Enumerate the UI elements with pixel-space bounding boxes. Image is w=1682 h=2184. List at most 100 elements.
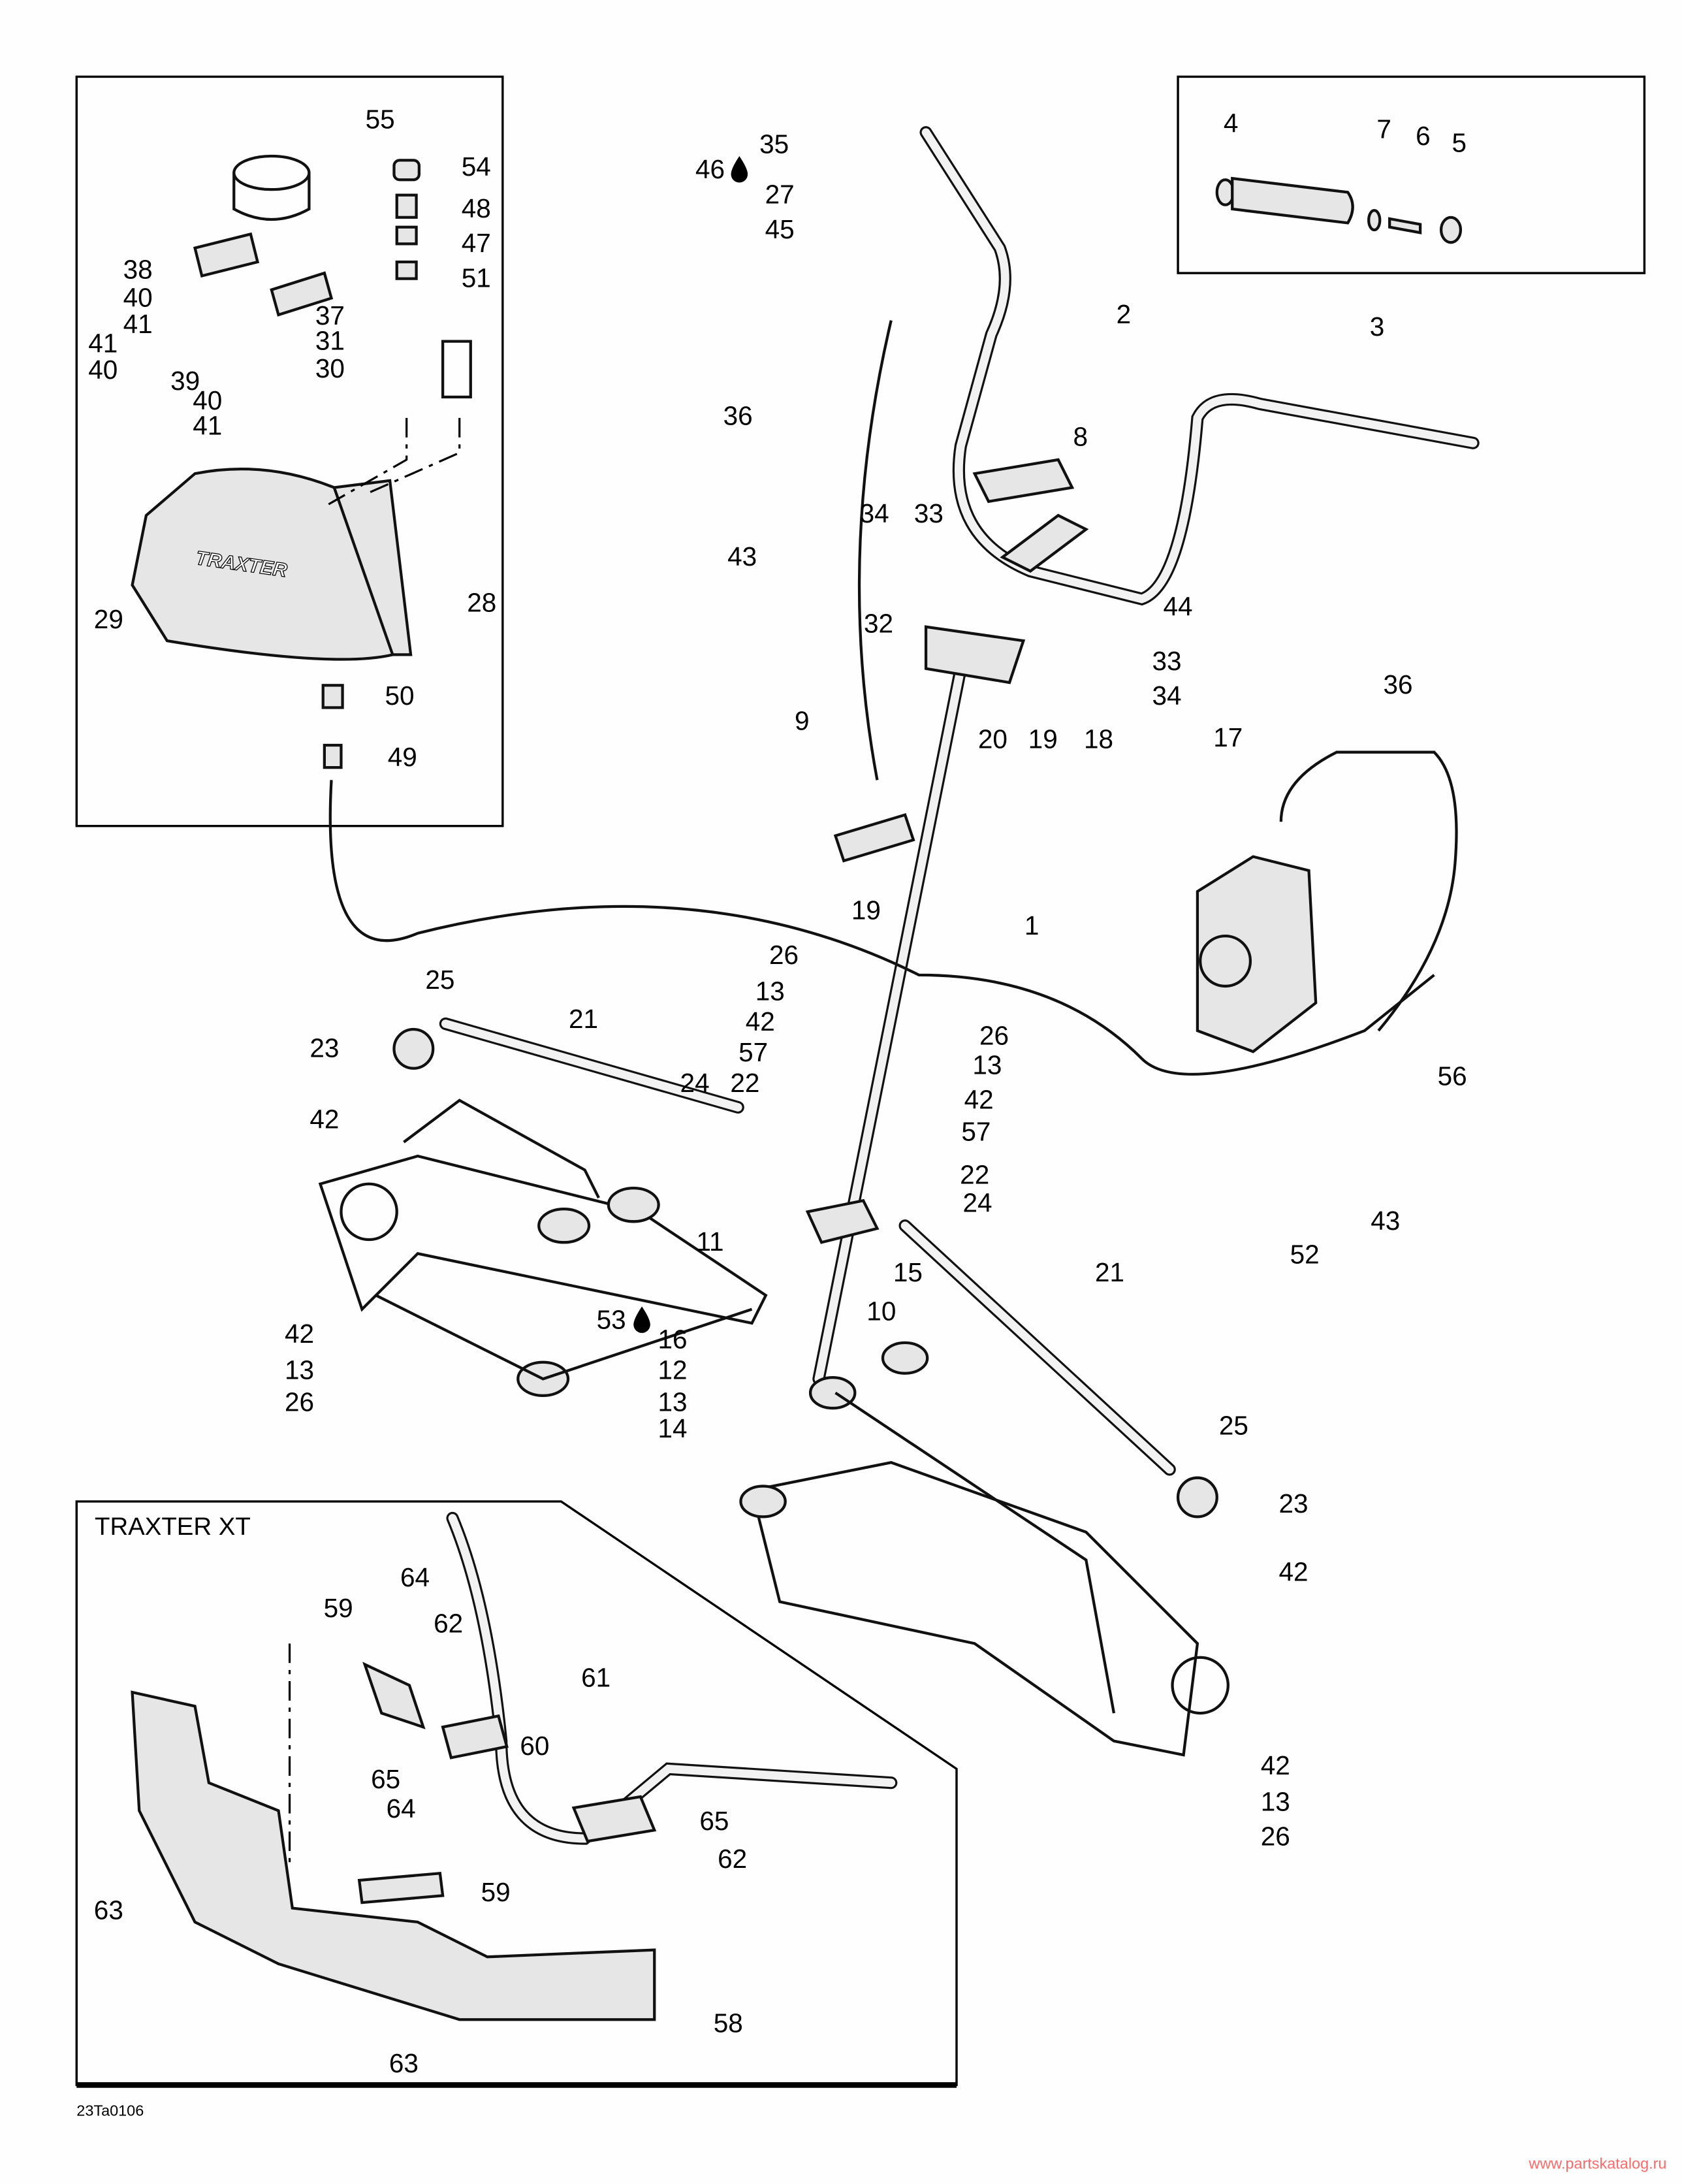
callout-13: 13 [972,1050,1002,1080]
callout-65: 65 [699,1806,729,1836]
callout-42: 42 [1261,1750,1290,1780]
callout-32: 32 [864,608,893,638]
hand-guards [131,1511,898,2021]
callout-42: 42 [964,1085,994,1115]
callout-50: 50 [385,681,414,711]
tie-rods [392,1017,1218,1518]
callout-55: 55 [366,104,395,134]
callout-33: 33 [914,498,944,528]
callout-23: 23 [1279,1488,1309,1518]
callout-65: 65 [371,1764,400,1794]
callout-43: 43 [727,541,757,571]
callout-42: 42 [309,1104,339,1134]
inset-box-speedometer [75,75,504,827]
callout-42: 42 [746,1006,775,1036]
handlebar [919,126,1480,606]
callout-14: 14 [658,1413,687,1443]
callout-62: 62 [434,1608,463,1638]
callout-12: 12 [658,1355,687,1385]
watermark: www.partskatalog.ru [1528,2155,1666,2172]
callout-34: 34 [1152,681,1181,711]
callout-24: 24 [962,1187,992,1217]
callout-27: 27 [765,179,795,209]
callout-47: 47 [462,228,491,258]
callout-25: 25 [1219,1411,1248,1441]
callout-13: 13 [1261,1786,1290,1816]
callout-36: 36 [1383,669,1412,699]
callout-59: 59 [324,1593,353,1623]
callout-53: 53 [597,1305,626,1335]
callout-24: 24 [680,1068,710,1098]
callout-26: 26 [769,940,799,970]
callout-13: 13 [658,1387,687,1417]
callout-19: 19 [851,895,881,925]
carburetor [1196,855,1318,1053]
callout-60: 60 [520,1731,549,1761]
callout-22: 22 [730,1068,759,1098]
callout-26: 26 [1261,1822,1290,1852]
callout-6: 6 [1416,121,1431,151]
callout-22: 22 [960,1160,989,1190]
oil-drop-icon [633,1306,650,1333]
callout-54: 54 [462,152,491,182]
callout-5: 5 [1452,128,1467,158]
callout-62: 62 [718,1844,747,1874]
callout-9: 9 [795,706,810,736]
callout-23: 23 [309,1033,339,1063]
callout-51: 51 [462,263,491,293]
callout-10: 10 [866,1296,896,1326]
callout-64: 64 [387,1793,416,1823]
steering-column [805,458,1089,1385]
callout-21: 21 [1095,1257,1124,1287]
callout-25: 25 [425,965,454,995]
callout-18: 18 [1084,724,1113,754]
oil-drop-icon [731,155,748,183]
callout-16: 16 [658,1324,687,1354]
callout-39: 39 [170,366,200,396]
callout-7: 7 [1376,114,1391,144]
callout-31: 31 [315,325,345,355]
inset-title: TRAXTER XT [95,1513,251,1541]
callout-56: 56 [1438,1061,1467,1091]
callout-15: 15 [893,1257,923,1287]
callout-46: 46 [695,154,725,184]
callout-21: 21 [569,1004,598,1034]
callout-26: 26 [285,1387,314,1417]
callout-57: 57 [961,1117,991,1147]
callout-41: 41 [193,410,222,440]
callout-34: 34 [860,498,889,528]
inset-box-grip [1177,75,1646,274]
callout-63: 63 [389,2048,419,2078]
callout-19: 19 [1028,724,1058,754]
callout-26: 26 [979,1020,1009,1050]
speedometer-assembly: TRAXTER [131,154,472,769]
callout-20: 20 [978,724,1008,754]
throttle-cable [328,320,1458,1076]
callout-35: 35 [759,129,789,159]
callout-28: 28 [467,587,496,617]
grip-assembly [1215,176,1463,244]
callout-17: 17 [1213,722,1243,752]
callout-37: 37 [315,300,345,330]
callout-3: 3 [1370,312,1385,342]
suspension-arms [318,1099,1230,1757]
callout-43: 43 [1371,1206,1400,1236]
callout-4: 4 [1224,108,1239,138]
callout-38: 38 [123,255,153,285]
inset-box-traxter-xt [75,1500,958,2087]
callout-13: 13 [285,1355,314,1385]
drawing-code: 23Ta0106 [76,2102,144,2119]
callout-13: 13 [755,976,785,1006]
callout-41: 41 [123,309,153,339]
callout-57: 57 [738,1037,768,1067]
callout-11: 11 [697,1227,724,1257]
callout-2: 2 [1117,299,1132,329]
callout-29: 29 [94,604,123,634]
callout-33: 33 [1152,646,1181,676]
callout-59: 59 [481,1877,511,1907]
callout-58: 58 [714,2008,743,2038]
callout-40: 40 [193,385,222,415]
callout-8: 8 [1073,422,1088,452]
